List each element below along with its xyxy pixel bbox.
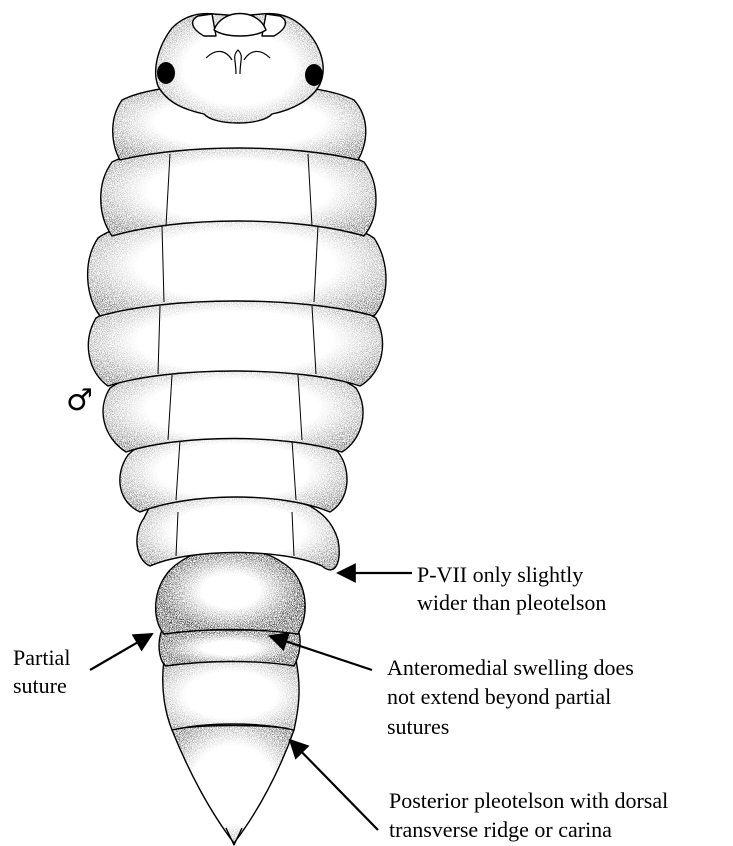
pleotelson-cone: [172, 726, 294, 846]
annotation-posterior-line-2: transverse ridge or carina: [389, 817, 612, 842]
body-outline: [88, 14, 386, 846]
male-symbol: ♂: [66, 383, 93, 418]
pleotelson-mid: [163, 660, 299, 730]
annotation-pvii: P-VII only slightly wider than pleotelso…: [417, 562, 606, 615]
annotation-partial-suture: Partial suture: [13, 645, 70, 698]
pleotelson-anterior: [159, 630, 300, 666]
annotation-anteromedial-line-3: sutures: [387, 714, 449, 739]
annotation-posterior-line-1: Posterior pleotelson with dorsal: [389, 788, 668, 813]
annotation-anteromedial-line-2: not extend beyond partial: [387, 684, 611, 709]
annotation-pvii-line-1: P-VII only slightly: [417, 562, 583, 587]
annotation-posterior: Posterior pleotelson with dorsal transve…: [389, 788, 668, 842]
eye-left: [157, 62, 175, 84]
annotation-partial-suture-line-2: suture: [13, 673, 67, 698]
pleotelson-dome: [156, 548, 305, 635]
annotation-pvii-line-2: wider than pleotelson: [417, 590, 606, 615]
eye-right: [305, 64, 323, 86]
arrow-posterior: [290, 740, 378, 830]
arrow-partial-suture: [90, 634, 152, 670]
annotation-partial-suture-line-1: Partial: [13, 645, 70, 670]
annotation-anteromedial-line-1: Anteromedial swelling does: [387, 655, 634, 680]
annotation-anteromedial: Anteromedial swelling does not extend be…: [387, 655, 634, 739]
